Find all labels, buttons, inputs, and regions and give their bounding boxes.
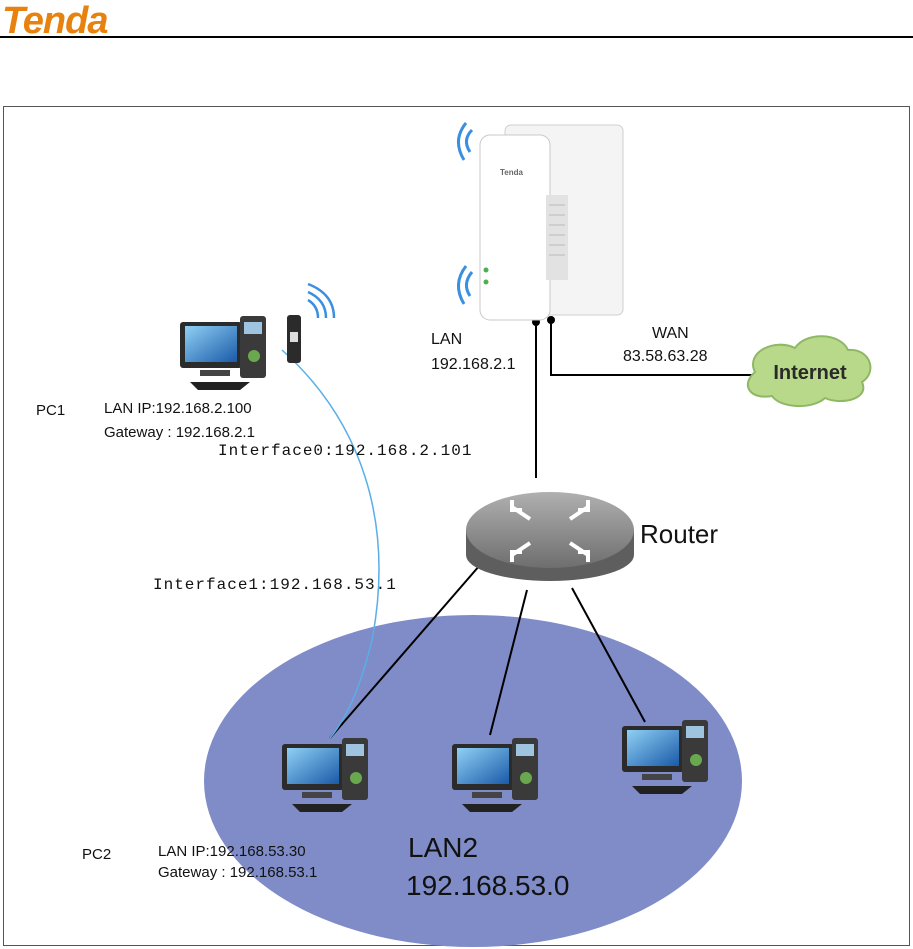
pc1-computer-icon	[180, 316, 266, 390]
pc2-name: PC2	[82, 846, 111, 863]
pc2-ip: LAN IP:192.168.53.30	[158, 843, 306, 860]
pc1-gateway: Gateway : 192.168.2.1	[104, 424, 255, 441]
tenda-device: Tenda	[480, 125, 623, 320]
wifi-icon	[458, 123, 472, 304]
device-lan-ip: 192.168.2.1	[431, 356, 516, 374]
pc1-name: PC1	[36, 402, 65, 419]
device-wan-label: WAN	[652, 325, 689, 343]
device-lan-label: LAN	[431, 331, 462, 349]
interface1-label: Interface1:192.168.53.1	[153, 576, 397, 594]
pc1-ip: LAN IP:192.168.2.100	[104, 400, 252, 417]
usb-adapter-icon	[287, 315, 301, 363]
pc1-wifi-icon	[308, 284, 334, 318]
device-wan-ip: 83.58.63.28	[623, 348, 708, 366]
router-label: Router	[640, 519, 718, 550]
internet-label: Internet	[773, 362, 847, 384]
lan2-network: 192.168.53.0	[406, 870, 570, 902]
router-icon	[466, 492, 634, 581]
interface0-label: Interface0:192.168.2.101	[218, 442, 472, 460]
svg-text:Tenda: Tenda	[500, 168, 524, 177]
pc2-gateway: Gateway : 192.168.53.1	[158, 864, 317, 881]
lan2-name: LAN2	[408, 832, 478, 864]
